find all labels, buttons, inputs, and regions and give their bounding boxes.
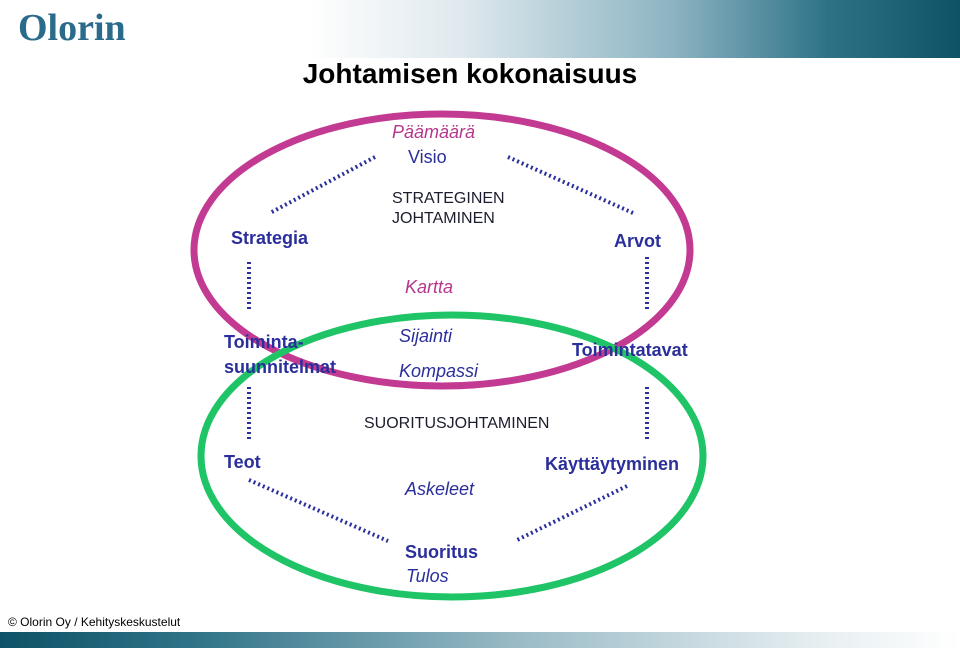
connector-visio-arvot xyxy=(507,155,634,215)
connector-kayttaytyminen-suoritus xyxy=(514,484,628,543)
connector-teot-suoritus xyxy=(248,478,389,543)
label-suunnitelmat: suunnitelmat xyxy=(224,357,337,377)
label-suoritus: Suoritus xyxy=(405,542,479,562)
label-toiminta: Toiminta- xyxy=(224,332,304,352)
label-kompassi: Kompassi xyxy=(399,361,479,381)
label-visio: Visio xyxy=(408,147,447,167)
label-strateginen: STRATEGINEN xyxy=(392,190,505,207)
label-strategia: Strategia xyxy=(231,228,309,248)
olorin-logo: Olorin xyxy=(18,7,126,49)
label-teot: Teot xyxy=(224,452,261,472)
label-tulos: Tulos xyxy=(406,566,449,586)
label-johtaminen: JOHTAMINEN xyxy=(392,210,495,227)
footer-band xyxy=(0,632,960,648)
label-arvot: Arvot xyxy=(614,231,662,251)
label-sijainti: Sijainti xyxy=(399,326,453,346)
label-askeleet: Askeleet xyxy=(405,479,475,499)
connector-visio-strategia xyxy=(269,155,376,215)
performance-management-ellipse xyxy=(197,311,707,601)
strategic-management-ellipse xyxy=(190,110,694,390)
page-title: Johtamisen kokonaisuus xyxy=(302,58,638,89)
label-kayttaytyminen: Käyttäytyminen xyxy=(545,454,680,474)
label-kartta: Kartta xyxy=(405,277,454,297)
label-suoritusjohtaminen: SUORITUSJOHTAMINEN xyxy=(364,415,550,432)
label-paamaara: Päämäärä xyxy=(392,122,476,142)
label-toimintatavat: Toimintatavat xyxy=(572,340,688,360)
logo-text: Olorin xyxy=(18,7,126,49)
footer-copyright: © Olorin Oy / Kehityskeskustelut xyxy=(8,615,181,629)
header-band xyxy=(0,0,960,58)
